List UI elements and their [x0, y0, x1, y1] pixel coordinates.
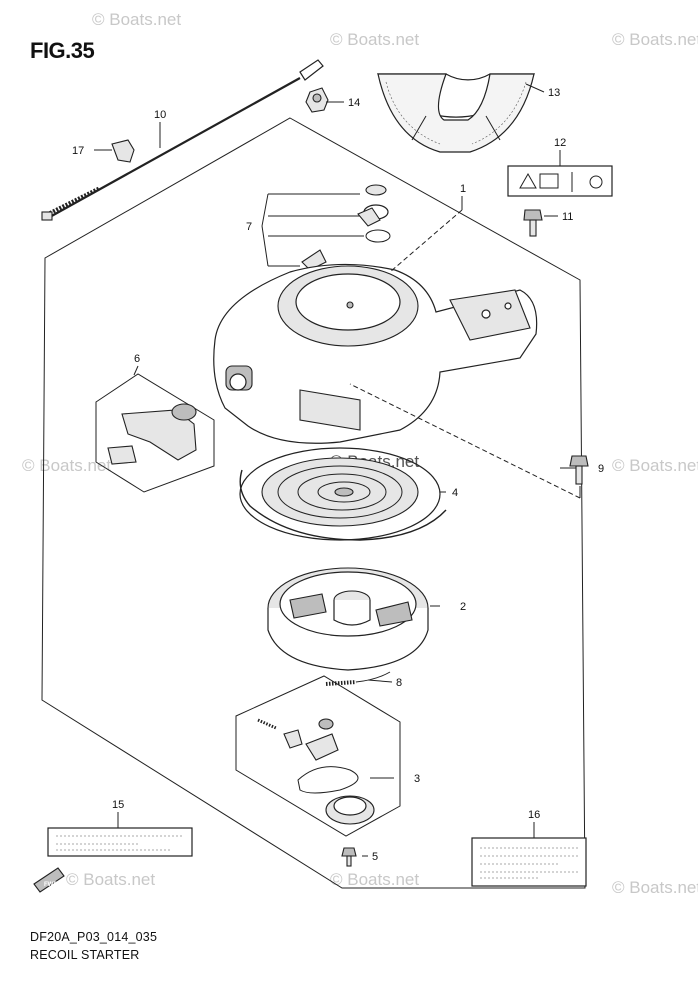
callout-11: 11	[562, 211, 573, 223]
part-14-grommet	[305, 87, 329, 113]
callout-1: 1	[460, 183, 466, 195]
callout-12: 12	[554, 137, 566, 149]
part-15-decal	[47, 827, 193, 857]
watermark-top-center: © Boats.net	[92, 10, 182, 29]
callout-8: 8	[396, 677, 402, 689]
assembly-frame	[41, 117, 586, 889]
figure-caption: RECOIL STARTER	[30, 948, 140, 962]
part-13-pad	[376, 73, 536, 153]
part-12-label	[507, 165, 613, 197]
part-17-clip	[111, 139, 135, 163]
figure-title: FIG.35	[30, 38, 95, 63]
callout-6: 6	[134, 353, 140, 365]
callout-3: 3	[414, 773, 420, 785]
watermark-bottom-center: © Boats.net	[330, 870, 420, 889]
part-4-spring	[239, 447, 447, 541]
watermark-mid-left: © Boats.net	[22, 456, 112, 475]
part-11-bolt	[523, 209, 543, 237]
part-8-spring	[325, 671, 391, 686]
watermark-top-right-1: © Boats.net	[330, 30, 420, 49]
fwd-label: FWD	[44, 882, 58, 888]
part-2-reel	[267, 567, 429, 671]
part-3-ratchet-box	[235, 675, 401, 837]
figure-code: DF20A_P03_014_035	[30, 930, 158, 944]
fwd-arrow-icon: FWD	[33, 867, 65, 893]
part-9-bolt	[569, 455, 589, 485]
callout-2: 2	[460, 601, 466, 613]
part-10-cable	[41, 59, 324, 221]
callout-7: 7	[246, 221, 252, 233]
watermark-top-right-2: © Boats.net	[612, 30, 698, 49]
part-6-handle-box	[95, 373, 215, 493]
callout-13: 13	[548, 87, 560, 99]
watermark-bottom-right: © Boats.net	[612, 878, 698, 897]
callout-17: 17	[72, 145, 84, 157]
callout-5: 5	[372, 851, 378, 863]
callout-4: 4	[452, 487, 458, 499]
watermark-bottom-left: © Boats.net	[66, 870, 156, 889]
callout-9: 9	[598, 463, 604, 475]
callout-16: 16	[528, 809, 540, 821]
part-16-decal	[471, 837, 587, 887]
part-1-housing	[213, 263, 538, 444]
part-7-group	[301, 184, 391, 271]
leader-lines	[94, 83, 581, 857]
watermark-mid-right: © Boats.net	[612, 456, 698, 475]
callout-15: 15	[112, 799, 124, 811]
callout-10: 10	[154, 109, 166, 121]
callout-14: 14	[348, 97, 360, 109]
part-5-screw	[341, 847, 357, 867]
